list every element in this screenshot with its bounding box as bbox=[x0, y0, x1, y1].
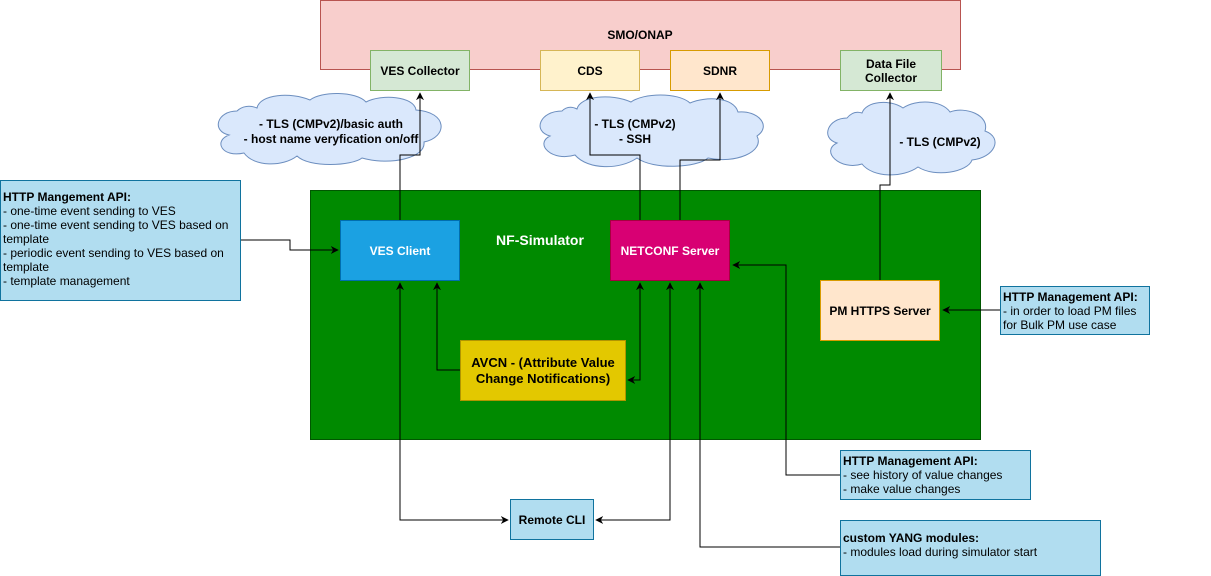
cloud-netconf-line1: - TLS (CMPv2) bbox=[594, 117, 676, 131]
netconf-management-api-note: HTTP Management API: - see history of va… bbox=[840, 450, 1031, 500]
edge-ves-client-remote-cli bbox=[396, 282, 509, 524]
cloud-ves-line1: - TLS (CMPv2)/basic auth bbox=[258, 117, 404, 131]
nf-simulator-title: NF-Simulator bbox=[496, 232, 584, 248]
sdnr-box[interactable]: SDNR bbox=[670, 50, 770, 91]
edge-ves-api-to-ves-client bbox=[240, 239, 339, 254]
cloud-netconf-text: - TLS (CMPv2) - SSH bbox=[580, 117, 690, 147]
ves-api-line6: - template management bbox=[3, 274, 130, 288]
smo-onap-title: SMO/ONAP bbox=[607, 28, 673, 42]
cds-box[interactable]: CDS bbox=[540, 50, 640, 91]
pm-management-api-note: HTTP Management API: - in order to load … bbox=[1000, 286, 1150, 335]
ves-api-line2: - one-time event sending to VES based on bbox=[3, 218, 229, 232]
yang-title: custom YANG modules: bbox=[843, 531, 980, 545]
ves-client-box[interactable]: VES Client bbox=[340, 220, 460, 281]
cloud-ves-text: - TLS (CMPv2)/basic auth - host name ver… bbox=[226, 117, 436, 147]
cloud-dfc bbox=[827, 101, 996, 176]
data-file-collector-label-line2: Collector bbox=[864, 70, 917, 85]
ves-api-line5: template bbox=[3, 260, 50, 274]
cloud-netconf-line2: - SSH bbox=[618, 132, 651, 146]
netconf-api-line1: - see history of value changes bbox=[843, 468, 1003, 482]
cloud-netconf bbox=[539, 94, 764, 168]
avcn-label-line1: AVCN - (Attribute Value bbox=[471, 354, 615, 370]
ves-management-api-note: HTTP Mangement API: - one-time event sen… bbox=[0, 180, 241, 301]
edge-netconf-remote-cli bbox=[595, 282, 674, 524]
netconf-api-title: HTTP Management API: bbox=[843, 454, 978, 468]
pm-https-server-box[interactable]: PM HTTPS Server bbox=[820, 280, 940, 341]
ves-api-line4: - periodic event sending to VES based on bbox=[3, 246, 224, 260]
data-file-collector-label-line1: Data File bbox=[865, 56, 916, 71]
avcn-label-line2: Change Notifications) bbox=[475, 370, 611, 386]
data-file-collector-box[interactable]: Data File Collector bbox=[840, 50, 942, 91]
ves-api-title: HTTP Mangement API: bbox=[3, 190, 132, 204]
ves-collector-box[interactable]: VES Collector bbox=[370, 50, 470, 91]
cloud-dfc-text: - TLS (CMPv2) bbox=[890, 135, 990, 150]
edge-netconf-to-sdnr bbox=[679, 92, 724, 220]
netconf-api-line2: - make value changes bbox=[843, 482, 961, 496]
yang-line1: - modules load during simulator start bbox=[843, 545, 1038, 559]
edge-yang-to-netconf bbox=[696, 282, 840, 548]
pm-api-line2: for Bulk PM use case bbox=[1003, 318, 1117, 332]
edge-ves-client-to-ves-collector bbox=[399, 92, 424, 220]
pm-api-title: HTTP Management API: bbox=[1003, 290, 1138, 304]
ves-api-line3: template bbox=[3, 232, 50, 246]
cloud-ves-line2: - host name veryfication on/off bbox=[243, 132, 419, 146]
edge-netconf-to-cds bbox=[586, 92, 641, 220]
netconf-server-box[interactable]: NETCONF Server bbox=[610, 220, 730, 281]
edge-pm-server-to-dfc bbox=[879, 92, 894, 280]
edge-netconf-api-to-netconf bbox=[732, 261, 840, 476]
remote-cli-box[interactable]: Remote CLI bbox=[510, 499, 594, 540]
pm-api-line1: - in order to load PM files bbox=[1003, 304, 1137, 318]
custom-yang-modules-note: custom YANG modules: - modules load duri… bbox=[840, 520, 1101, 576]
avcn-box[interactable]: AVCN - (Attribute Value Change Notificat… bbox=[460, 340, 626, 401]
ves-api-line1: - one-time event sending to VES bbox=[3, 204, 176, 218]
cloud-ves bbox=[217, 93, 442, 165]
cloud-dfc-line1: - TLS (CMPv2) bbox=[899, 135, 981, 149]
